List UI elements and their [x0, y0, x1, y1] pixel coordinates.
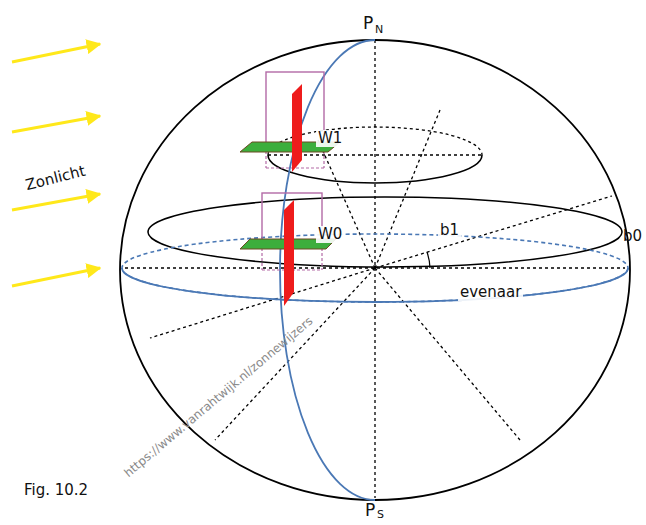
- angle-arc: [427, 252, 430, 268]
- latitude-circle-back: [148, 197, 622, 232]
- equator: [122, 268, 628, 302]
- pole-label: P: [365, 501, 375, 520]
- pole-subscript: S: [377, 509, 384, 521]
- sundial-planes-w1: [240, 72, 340, 172]
- sunlight-arrows: [12, 44, 100, 286]
- equator-back: [122, 234, 628, 302]
- pole-subscript: N: [375, 24, 383, 36]
- sunlight-label: Zonlicht: [22, 162, 89, 194]
- latitude-circle: [148, 232, 622, 267]
- figure-number: Fig. 10.2: [24, 482, 88, 499]
- pole-label: P: [363, 14, 373, 33]
- sphere-outline: [120, 40, 630, 500]
- point-label: W1: [316, 130, 344, 147]
- axis-lines: [125, 40, 625, 498]
- circle-label: b1: [438, 222, 461, 239]
- circle-label: b0: [623, 228, 642, 245]
- sundial-planes-w0: [240, 193, 336, 306]
- equator-label: evenaar: [458, 284, 523, 301]
- point-label: W0: [316, 226, 344, 243]
- watermark: https://www.vanrahtwijk.nl/zonnewijzers: [122, 315, 316, 480]
